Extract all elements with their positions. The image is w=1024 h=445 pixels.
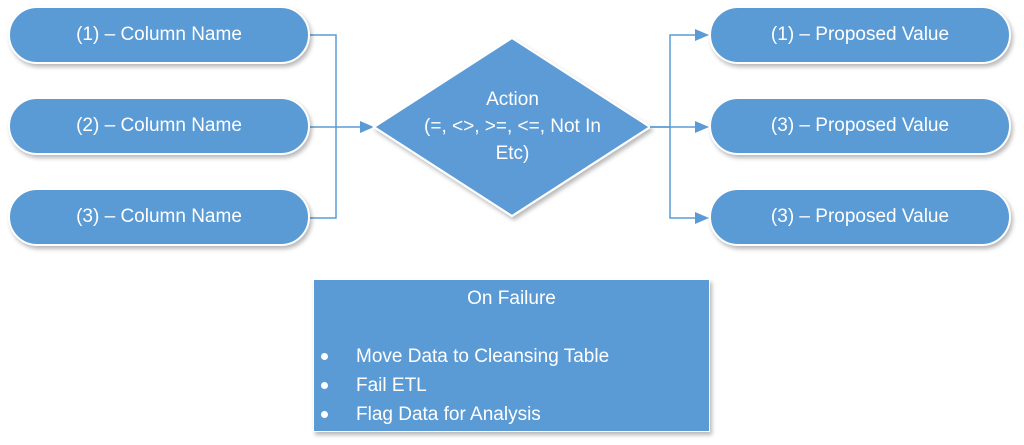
on-failure-item: Move Data to Cleansing Table (314, 342, 609, 371)
action-label: Action (=, <>, >=, <=, Not In Etc) (400, 86, 625, 167)
arrowhead-output-2 (695, 121, 709, 133)
input-column-2-label: (2) – Column Name (76, 115, 242, 136)
on-failure-box: On Failure Move Data to Cleansing Table … (313, 279, 710, 432)
action-title: Action (486, 89, 539, 110)
arrowhead-output-1 (695, 29, 709, 41)
action-diamond (372, 36, 652, 218)
proposed-value-2: (3) – Proposed Value (709, 97, 1011, 155)
arrowhead-output-3 (695, 212, 709, 224)
on-failure-item: Flag Data for Analysis (314, 400, 609, 429)
connector-input-3 (310, 127, 337, 219)
on-failure-title: On Failure (467, 288, 556, 309)
connector-output-3 (669, 127, 697, 219)
input-column-3: (3) – Column Name (8, 188, 310, 246)
input-column-3-label: (3) – Column Name (76, 206, 242, 227)
connector-output-1 (650, 34, 697, 128)
on-failure-list: Move Data to Cleansing Table Fail ETL Fl… (314, 342, 609, 429)
input-column-2: (2) – Column Name (8, 97, 310, 155)
proposed-value-1-label: (1) – Proposed Value (770, 24, 950, 45)
action-operators: (=, <>, >=, <=, Not In (424, 116, 601, 137)
action-operators-cont: Etc) (495, 143, 530, 164)
proposed-value-2-label: (3) – Proposed Value (770, 115, 950, 136)
input-column-1: (1) – Column Name (8, 6, 310, 64)
proposed-value-1: (1) – Proposed Value (709, 6, 1011, 64)
on-failure-item: Fail ETL (314, 371, 609, 400)
arrowhead-into-action (360, 121, 374, 133)
proposed-value-3-label: (3) – Proposed Value (770, 206, 950, 227)
connector-input-1 (310, 34, 337, 127)
proposed-value-3: (3) – Proposed Value (709, 188, 1011, 246)
input-column-1-label: (1) – Column Name (76, 24, 242, 45)
